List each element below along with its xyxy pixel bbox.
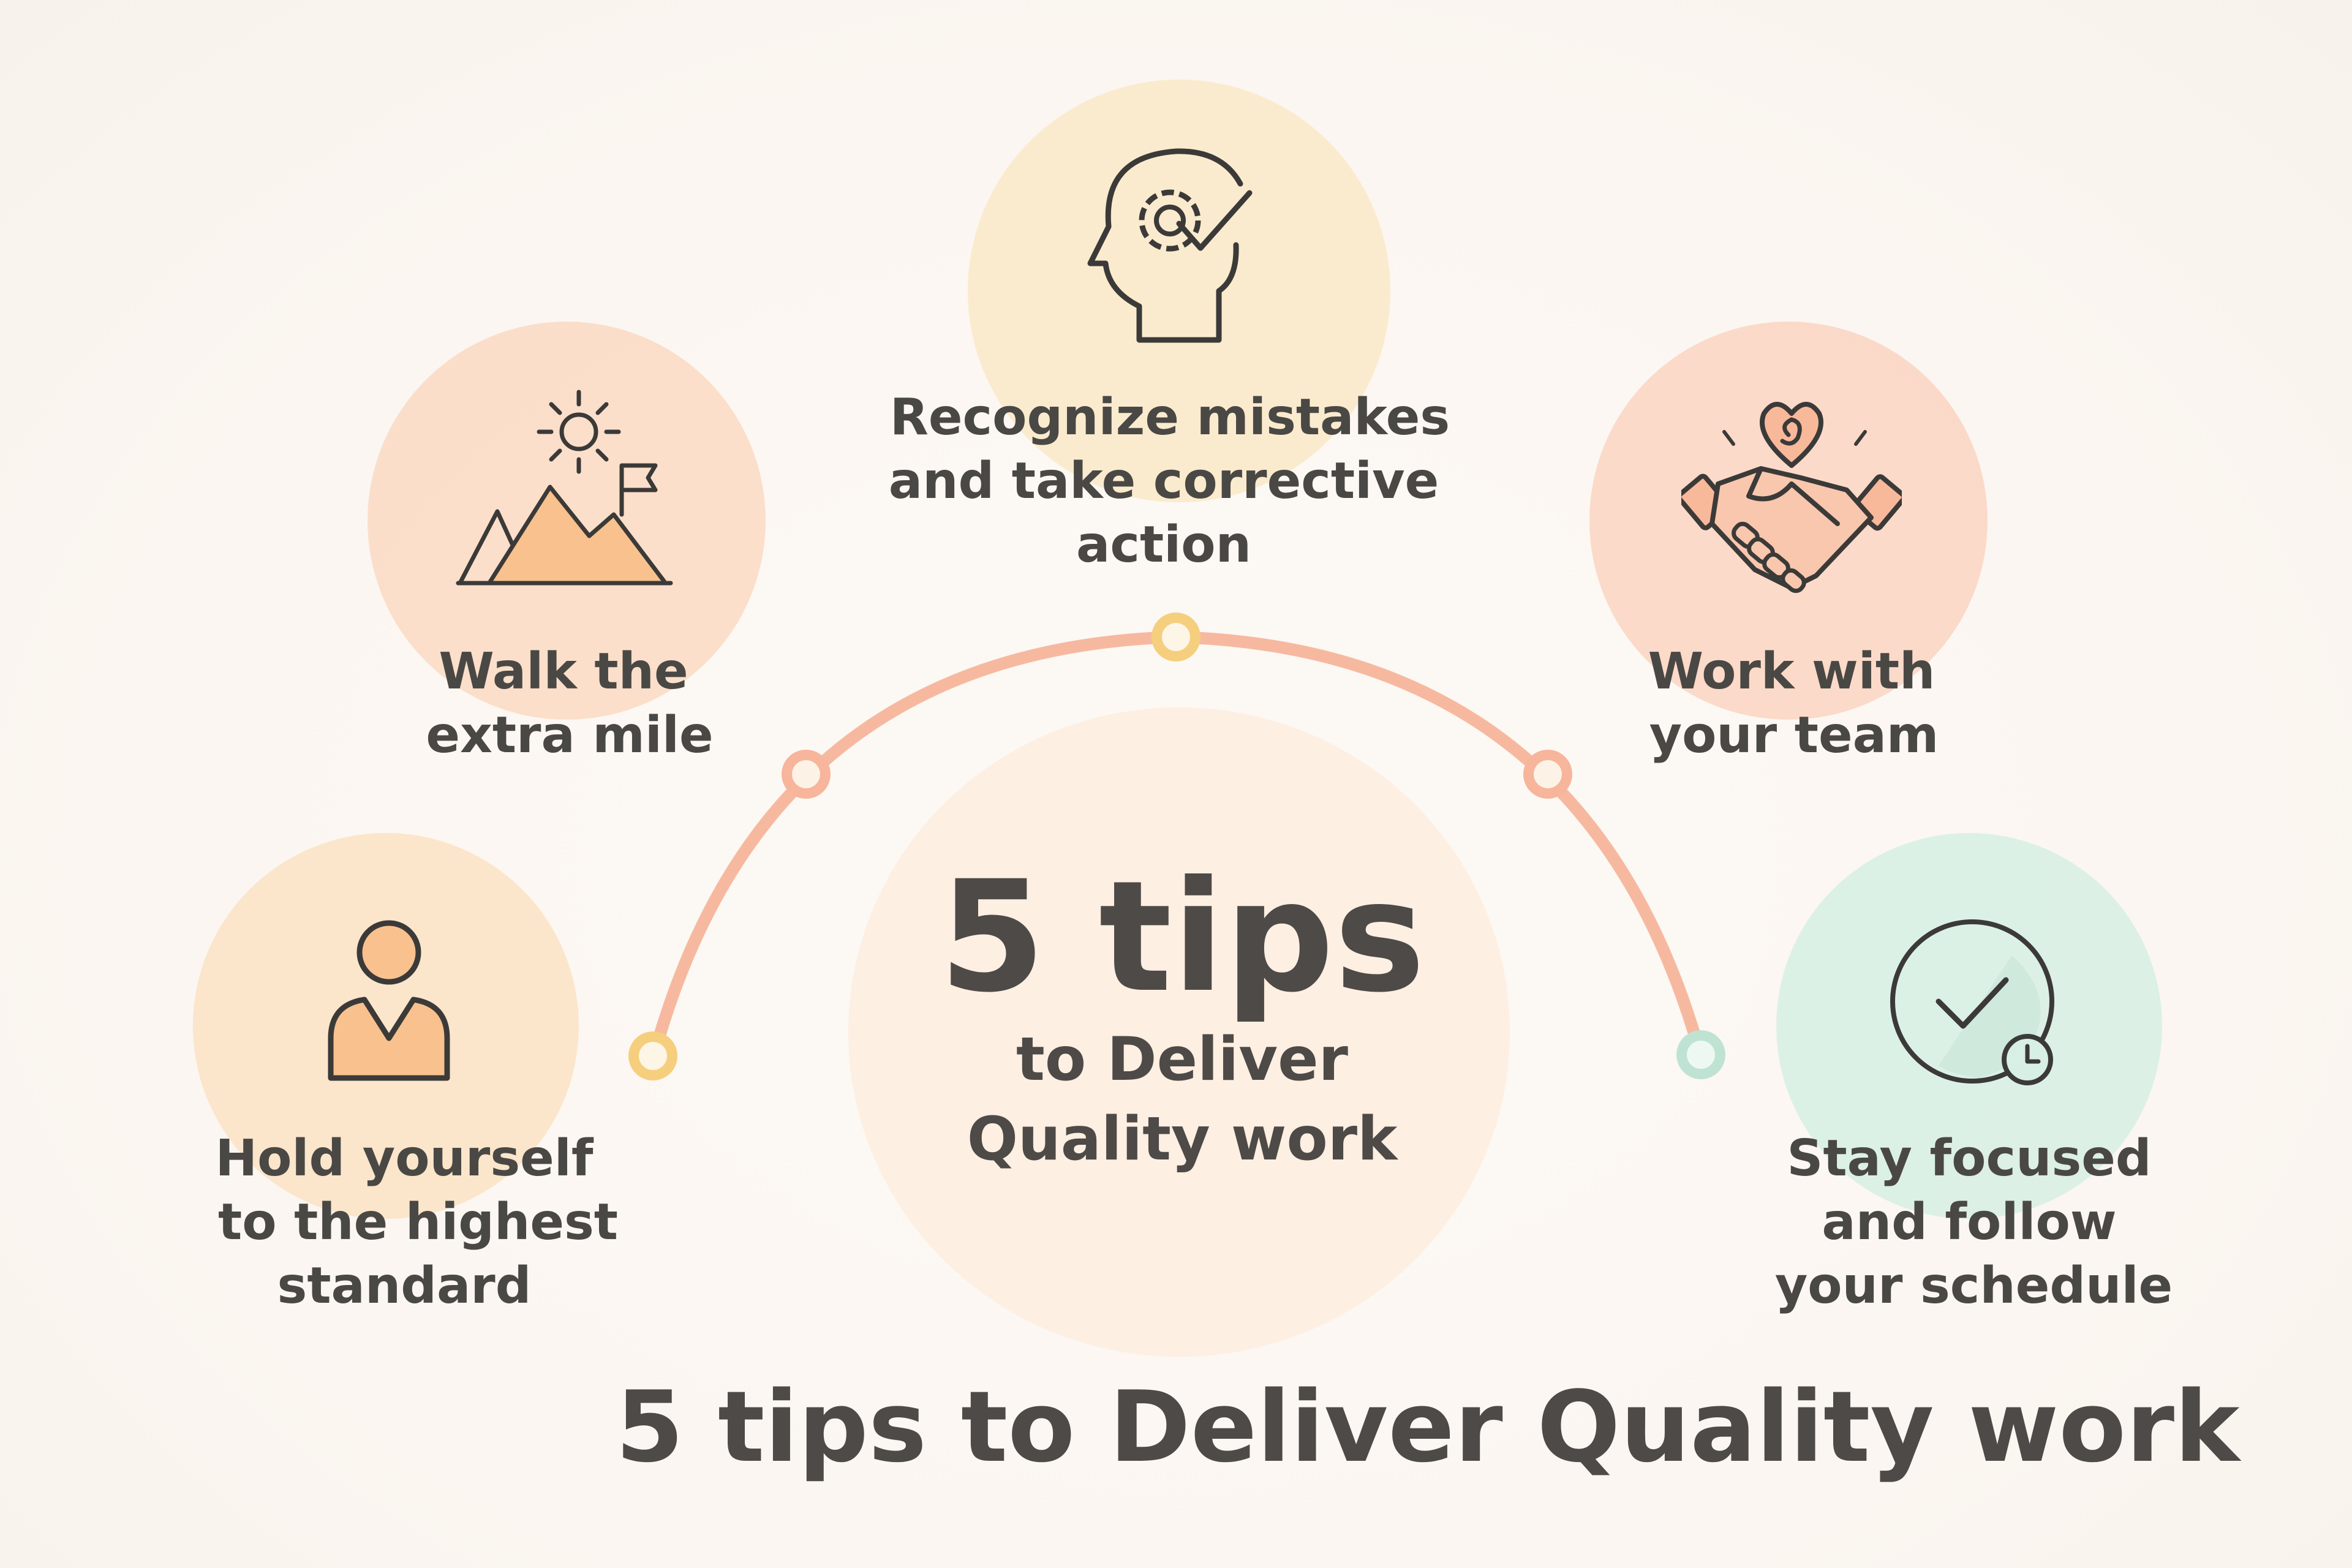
tip-label-line: Recognize mistakes xyxy=(889,388,1450,447)
mountain-flag-icon xyxy=(456,390,673,586)
arc-node-1 xyxy=(628,1031,677,1080)
tip-label-line: and take corrective xyxy=(888,452,1439,510)
head-gear-check-icon xyxy=(1087,148,1253,343)
tip-label-line: Hold yourself xyxy=(215,1129,594,1188)
check-clock-icon xyxy=(1890,919,2054,1085)
arc-node-3 xyxy=(1152,612,1200,662)
tip-label-line: your team xyxy=(1649,706,1939,764)
handshake-heart-icon xyxy=(1681,402,1902,594)
center-number: 5 tips xyxy=(939,848,1425,1026)
tip-label-line: action xyxy=(1076,516,1251,574)
tip-label-mistakes: Recognize mistakes and take corrective a… xyxy=(858,386,1470,577)
person-icon xyxy=(328,920,450,1081)
tip-label-standard: Hold yourself to the highest standard xyxy=(159,1127,649,1318)
arc-node-5 xyxy=(1676,1030,1725,1079)
tip-label-line: Work with xyxy=(1648,643,1936,701)
tip-label-line: your schedule xyxy=(1774,1257,2173,1315)
center-subtitle-line: to Deliver xyxy=(1016,1025,1348,1095)
center-subtitle-line: Quality work xyxy=(967,1104,1398,1174)
tip-label-line: and follow xyxy=(1822,1193,2117,1251)
center-circle xyxy=(848,707,1510,1357)
tip-label-line: to the highest xyxy=(218,1193,618,1251)
arc-node-2 xyxy=(782,750,831,799)
tip-label-line: standard xyxy=(277,1257,532,1315)
tip-label-schedule: Stay focused and follow your schedule xyxy=(1746,1127,2193,1318)
tip-label-line: Walk the xyxy=(439,643,688,701)
tip-label-team: Work with your team xyxy=(1593,640,1991,767)
center-subtitle: to Deliver Quality work xyxy=(858,1020,1507,1179)
page-title: 5 tips to Deliver Quality work xyxy=(616,1370,2240,1484)
tip-label-extra-mile: Walk the extra mile xyxy=(368,640,772,767)
tip-label-line: extra mile xyxy=(426,706,714,764)
tip-circle-standard xyxy=(193,833,579,1219)
arc-node-4 xyxy=(1523,750,1572,799)
tip-label-line: Stay focused xyxy=(1787,1129,2152,1188)
